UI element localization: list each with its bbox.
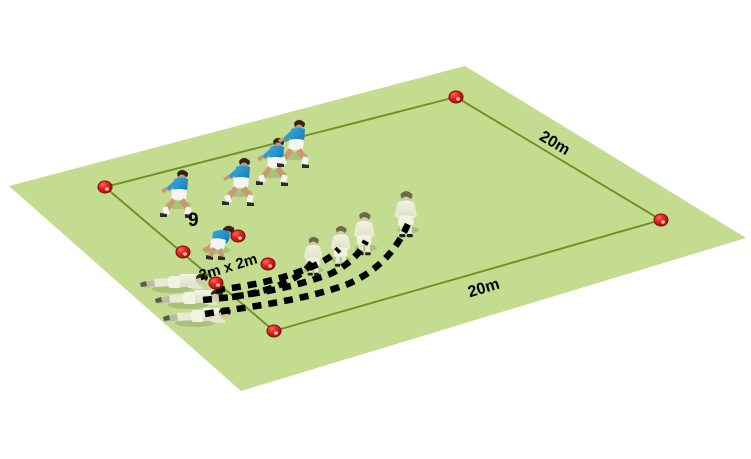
standing-defenders-group (304, 190, 417, 276)
cone-grid-bottom (266, 324, 282, 338)
cone-grid-right (653, 213, 669, 227)
movement-path-3 (215, 246, 342, 294)
label-scrum-half-number: 9 (188, 210, 199, 231)
movement-path-4 (231, 260, 315, 301)
cone-box-left (175, 245, 191, 259)
player-scrum-half (203, 225, 235, 260)
cone-box-top (230, 229, 246, 243)
cone-box-right (260, 257, 276, 271)
player-prone-1 (140, 273, 209, 289)
cone-grid-left (97, 180, 113, 194)
player-attacker-4 (277, 119, 309, 168)
cone-grid-top (448, 90, 464, 104)
movement-paths-group (202, 222, 411, 318)
grass-plane (9, 66, 746, 391)
cones-group (97, 90, 669, 338)
player-defender-4 (394, 190, 417, 238)
player-attacker-1 (160, 169, 192, 218)
player-defender-1 (304, 236, 323, 276)
player-attacker-3 (256, 137, 288, 186)
player-attacker-2 (222, 157, 254, 206)
attackers-group (160, 119, 309, 260)
cone-box-bottom (208, 276, 224, 290)
movement-path-1 (204, 222, 411, 318)
